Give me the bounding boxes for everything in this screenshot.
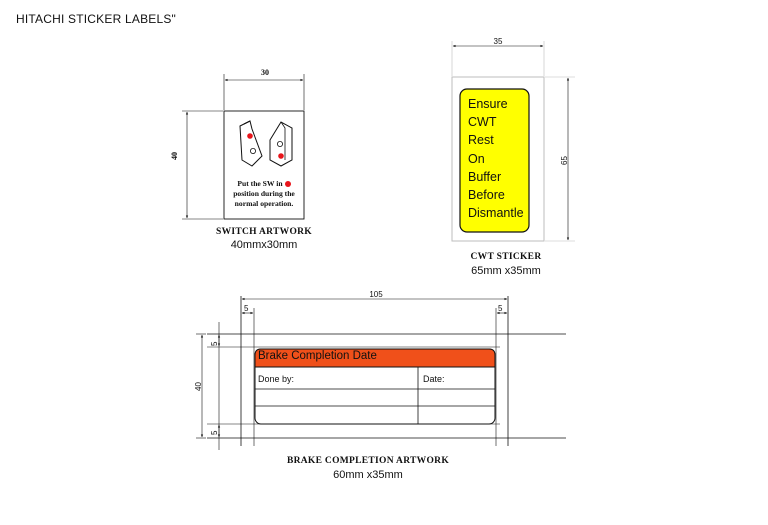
switch-caption: SWITCH ARTWORK bbox=[216, 227, 312, 237]
cwt-word: Buffer bbox=[468, 169, 502, 184]
cwt-word: On bbox=[468, 151, 485, 166]
brake-height-label: 40 bbox=[194, 382, 203, 391]
cwt-sticker-outline bbox=[451, 76, 545, 242]
switch-artwork bbox=[182, 74, 305, 220]
cwt-word: Rest bbox=[468, 133, 494, 148]
cwt-message: Ensure CWT Rest On Buffer Before Dismant… bbox=[468, 95, 524, 222]
cwt-height-label: 65 bbox=[560, 156, 569, 165]
brake-completion-artwork bbox=[196, 296, 566, 450]
cwt-word: Before bbox=[468, 188, 505, 203]
switch-instruction-text: Put the SW in position during the normal… bbox=[224, 179, 304, 209]
switch-height-label: 40 bbox=[170, 152, 179, 160]
done-by-label: Done by: bbox=[258, 374, 295, 384]
toggle-switch-icon bbox=[239, 120, 293, 167]
switch-sticker-outline bbox=[223, 110, 305, 220]
brake-margin-left-label: 5 bbox=[244, 304, 249, 313]
brake-form-header-bar bbox=[254, 348, 496, 368]
cwt-caption: CWT STICKER bbox=[470, 252, 542, 262]
brake-caption: BRAKE COMPLETION ARTWORK bbox=[286, 456, 450, 466]
switch-width-label: 30 bbox=[261, 68, 269, 77]
brake-form-header: Brake Completion Date bbox=[258, 350, 377, 362]
switch-text-line3: normal operation. bbox=[234, 199, 294, 208]
switch-size: 40mmx30mm bbox=[230, 239, 298, 251]
brake-margin-bottom-label: 5 bbox=[210, 430, 219, 435]
brake-margin-top-label: 5 bbox=[210, 341, 219, 346]
cwt-yellow-panel bbox=[459, 88, 530, 233]
brake-margin-right-label: 5 bbox=[498, 304, 503, 313]
brake-size: 60mm x35mm bbox=[333, 469, 403, 481]
page-title: HITACHI STICKER LABELS" bbox=[16, 12, 177, 26]
cwt-word: CWT bbox=[468, 115, 497, 130]
red-dot-icon bbox=[284, 181, 291, 188]
brake-width-label: 105 bbox=[369, 290, 383, 299]
switch-text-line2: position during the bbox=[233, 189, 295, 198]
date-label: Date: bbox=[423, 374, 445, 384]
cwt-sticker-artwork bbox=[451, 41, 575, 242]
cwt-size: 65mm x35mm bbox=[471, 265, 541, 277]
switch-text-line1: Put the SW in bbox=[237, 179, 283, 188]
cwt-width-label: 35 bbox=[493, 37, 503, 46]
cwt-word: Dismantle bbox=[468, 206, 524, 221]
cwt-word: Ensure bbox=[468, 97, 508, 111]
